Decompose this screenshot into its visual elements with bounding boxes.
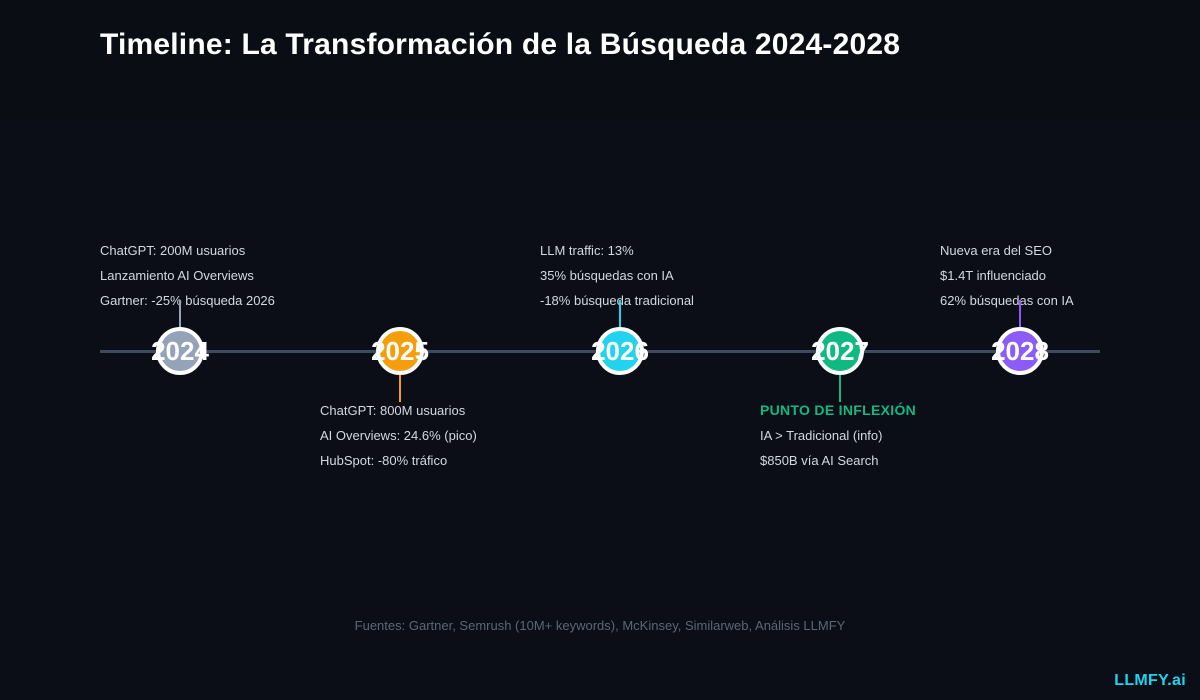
node-detail-line: $1.4T influenciado xyxy=(940,268,1047,283)
node-detail-line: LLM traffic: 13% xyxy=(540,243,634,258)
node-connector-2027 xyxy=(839,374,841,402)
node-year-label-2026: 2026 xyxy=(591,336,649,366)
node-marker-2025 xyxy=(376,327,424,375)
node-details-2025: ChatGPT: 800M usuarios AI Overviews: 24.6… xyxy=(320,398,477,473)
node-detail-line: Gartner: -25% búsqueda 2026 xyxy=(100,293,275,308)
node-detail-line: ChatGPT: 800M usuarios xyxy=(320,403,466,418)
timeline-panel xyxy=(0,120,1200,700)
node-detail-line: $850B vía AI Search xyxy=(760,453,879,468)
node-detail-line: ChatGPT: 200M usuarios xyxy=(100,243,246,258)
node-detail-line: 35% búsquedas con IA xyxy=(540,268,674,283)
node-year-label-2025: 2025 xyxy=(371,336,429,366)
node-details-2026: LLM traffic: 13% 35% búsquedas con IA -18%… xyxy=(540,238,694,313)
node-detail-line: -18% búsqueda tradicional xyxy=(540,293,694,308)
sources-note: Fuentes: Gartner, Semrush (10M+ keywords… xyxy=(354,618,846,633)
node-connector-2026 xyxy=(619,300,621,328)
node-detail-line: HubSpot: -80% tráfico xyxy=(320,453,448,468)
brand-logo: LLMFY.ai xyxy=(1114,672,1186,689)
node-detail-line: AI Overviews: 24.6% (pico) xyxy=(320,428,477,443)
node-details-2027: PUNTO DE INFLEXIÓN IA > Tradicional (info… xyxy=(760,398,916,473)
node-detail-line: 62% búsquedas con IA xyxy=(940,293,1074,308)
node-connector-2025 xyxy=(399,374,401,402)
node-headline-2027: PUNTO DE INFLEXIÓN xyxy=(760,402,917,418)
node-marker-2027 xyxy=(816,327,864,375)
node-year-label-2024: 2024 xyxy=(151,336,209,366)
node-detail-line: IA > Tradicional (info) xyxy=(760,428,883,443)
node-details-2028: Nueva era del SEO $1.4T influenciado 62% b… xyxy=(940,238,1074,313)
node-connector-2028 xyxy=(1019,300,1021,328)
node-detail-line: Nueva era del SEO xyxy=(940,243,1053,258)
node-year-label-2028: 2028 xyxy=(991,336,1049,366)
node-marker-2024 xyxy=(156,327,204,375)
node-marker-2028 xyxy=(996,327,1044,375)
header-band: Timeline: La Transformación de la Búsque… xyxy=(0,0,1200,120)
node-connector-2024 xyxy=(179,300,181,328)
node-detail-line: Lanzamiento AI Overviews xyxy=(100,268,254,283)
node-marker-2026 xyxy=(596,327,644,375)
page-title: Timeline: La Transformación de la Búsque… xyxy=(100,28,901,61)
node-year-label-2027: 2027 xyxy=(811,336,869,366)
